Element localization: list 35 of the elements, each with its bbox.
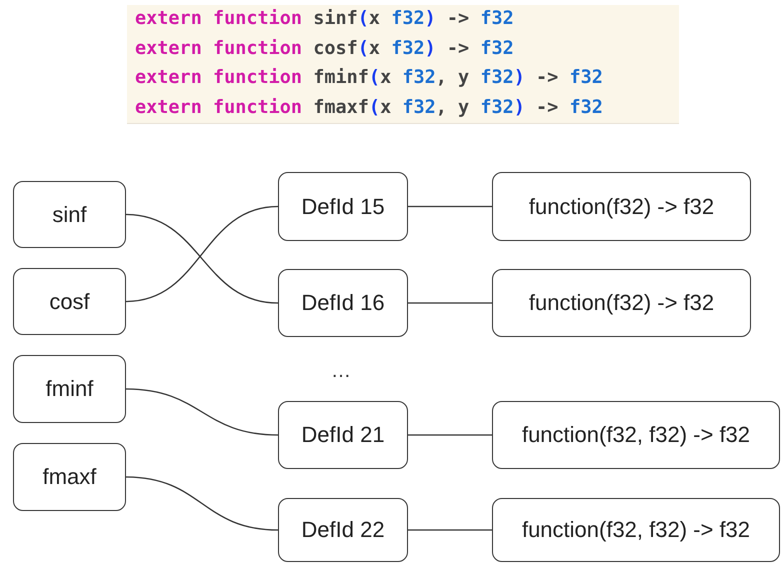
rounded-box xyxy=(13,181,126,248)
node-label: function(f32, f32) -> f32 xyxy=(522,517,750,543)
node-label: fmaxf xyxy=(42,464,96,490)
connector-line xyxy=(126,476,278,531)
node-label: function(f32) -> f32 xyxy=(528,194,714,220)
rounded-box xyxy=(278,172,408,241)
ellipsis: … xyxy=(331,360,351,383)
code-line: extern function fmaxf(x f32, y f32) -> f32 xyxy=(135,96,603,118)
node-label: DefId 21 xyxy=(301,422,385,448)
rounded-box xyxy=(13,355,126,423)
rounded-box xyxy=(492,172,751,241)
node-label: sinf xyxy=(52,202,87,228)
node-label: cosf xyxy=(49,288,90,314)
node-label: function(f32) -> f32 xyxy=(528,290,714,316)
connector-line xyxy=(408,529,492,531)
node-label: DefId 16 xyxy=(301,290,385,316)
connector-line xyxy=(408,206,492,208)
node-label: DefId 22 xyxy=(301,517,385,543)
rounded-box xyxy=(278,401,408,469)
rounded-box xyxy=(492,498,780,562)
connector-line xyxy=(408,302,492,304)
code-line: extern function fminf(x f32, y f32) -> f32 xyxy=(135,67,603,88)
code-line: extern function cosf(x f32) -> f32 xyxy=(135,38,514,58)
node-label: DefId 15 xyxy=(301,194,385,220)
rounded-box xyxy=(278,269,408,337)
rounded-box xyxy=(492,401,780,469)
connector-line xyxy=(126,388,278,436)
rounded-box xyxy=(13,443,126,511)
node-label: function(f32, f32) -> f32 xyxy=(522,422,750,448)
code-line: extern function sinf(x f32) -> f32 xyxy=(135,8,514,29)
rounded-box xyxy=(13,268,126,335)
rounded-box xyxy=(278,498,408,562)
connector-line xyxy=(408,434,492,436)
node-label: fminf xyxy=(46,376,94,402)
rounded-box xyxy=(492,269,751,337)
